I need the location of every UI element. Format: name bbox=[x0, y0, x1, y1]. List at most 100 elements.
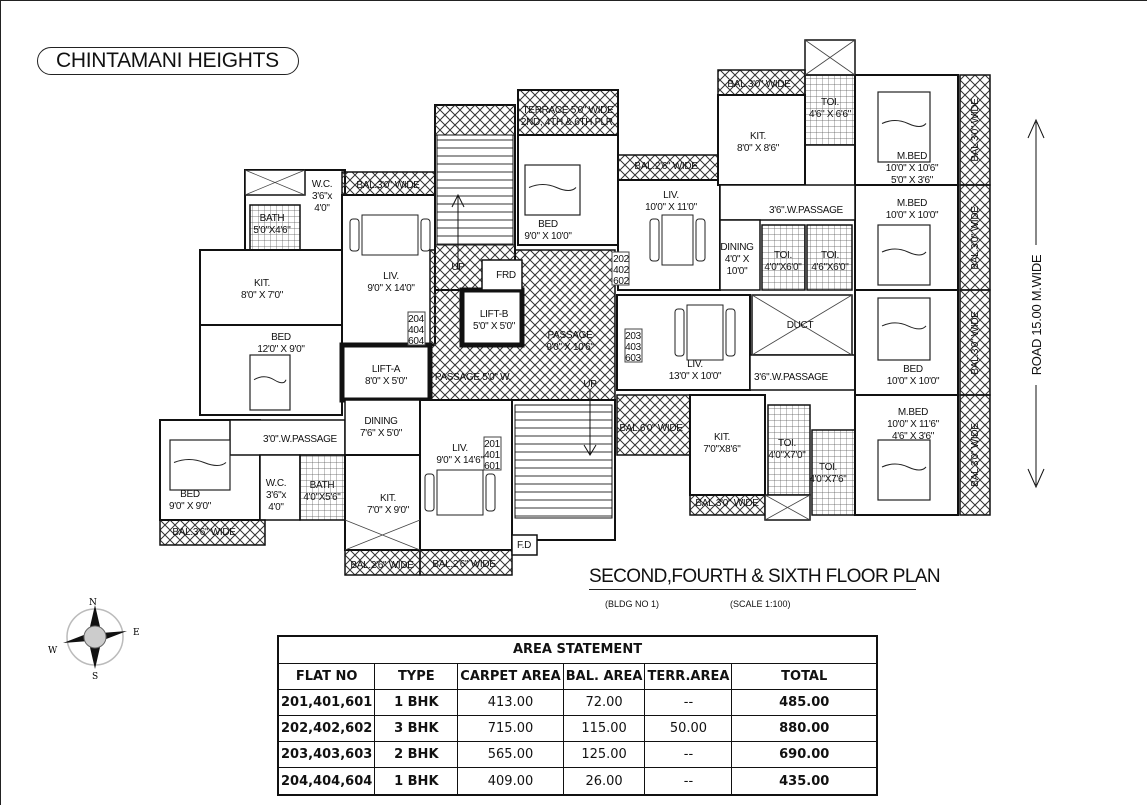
room-label-liv-204: LIV. bbox=[383, 271, 399, 282]
room-label-kit-204: KIT. bbox=[254, 278, 270, 289]
room-label-toi-203a: 4'0"X7'0" bbox=[768, 450, 806, 461]
col-flat-no: FLAT NO bbox=[277, 662, 376, 690]
room-label-dining-202: DINING bbox=[720, 242, 754, 253]
kitchen-201 bbox=[344, 454, 421, 551]
bed-icon bbox=[877, 439, 931, 501]
lift-a bbox=[339, 342, 433, 403]
shaft-cross bbox=[804, 39, 856, 76]
room-label-wc-204: 3'6"x bbox=[312, 191, 332, 202]
bed-icon bbox=[877, 91, 931, 163]
arrow-up-icon bbox=[1027, 118, 1045, 139]
room-label-bal-202b: BAL.3'0" WIDE bbox=[727, 79, 791, 90]
room-label-bed-201: 9'0" X 9'0" bbox=[169, 501, 212, 512]
room-label-bal-v3: BAL.3'0" WIDE bbox=[970, 311, 981, 375]
table-cell: 3 BHK bbox=[374, 714, 459, 743]
room-label-wc-201: W.C. bbox=[266, 478, 286, 489]
compass-s: S bbox=[92, 672, 98, 680]
shaft-cross bbox=[751, 294, 853, 356]
dining-202 bbox=[719, 219, 761, 291]
room-label-wc-204: 4'0" bbox=[314, 203, 330, 214]
flat-number-box bbox=[483, 436, 502, 471]
room-label-bath-204: 5'0"X4'6" bbox=[253, 225, 291, 236]
compass-e: E bbox=[133, 628, 140, 638]
bed-icon bbox=[877, 224, 931, 286]
scale-label: (SCALE 1:100) bbox=[730, 599, 791, 609]
wc-201 bbox=[259, 454, 301, 521]
table-cell: 115.00 bbox=[562, 714, 646, 743]
toilet-203a bbox=[767, 404, 811, 496]
table-cell: 565.00 bbox=[457, 741, 564, 769]
room-label-bed-203: 10'0" X 10'0" bbox=[887, 376, 940, 387]
table-cell: 1 BHK bbox=[374, 688, 459, 716]
room-label-liv-204: 9'0" X 14'0" bbox=[367, 283, 415, 294]
sofa-set-icon bbox=[424, 469, 496, 516]
room-label-bath-201: 4'0"X5'6" bbox=[303, 492, 341, 503]
shaft-cross bbox=[244, 169, 306, 196]
room-label-kit-202: KIT. bbox=[750, 131, 766, 142]
room-label-flat-204: 404 bbox=[408, 325, 425, 336]
room-label-lift-a: LIFT-A bbox=[372, 364, 401, 375]
room-label-liv-201: 9'0" X 14'6" bbox=[436, 455, 484, 466]
room-label-toi-202c: TOI. bbox=[821, 250, 839, 261]
room-label-dining-201: 7'6" X 5'0" bbox=[360, 428, 403, 439]
room-label-bed-204: BED bbox=[271, 332, 291, 343]
stair-upper-flight bbox=[436, 134, 514, 246]
balcony-201c bbox=[419, 549, 513, 576]
room-label-wc-201: 4'0" bbox=[268, 502, 284, 513]
kitchen-204 bbox=[199, 249, 346, 326]
table-cell: 72.00 bbox=[562, 688, 646, 716]
room-label-bal-201c: BAL.2'6" WIDE bbox=[432, 559, 496, 570]
area-statement-table: AREA STATEMENT FLAT NO TYPE CARPET AREA … bbox=[277, 635, 878, 796]
toilet-202b bbox=[761, 224, 806, 291]
room-label-flat-202: 202 bbox=[613, 254, 630, 265]
balcony-201b bbox=[344, 549, 421, 576]
room-label-kit-201: KIT. bbox=[380, 493, 396, 504]
compass-rose-icon: N S E W bbox=[48, 598, 140, 680]
lift-b bbox=[459, 287, 525, 348]
room-label-lift-a: 8'0" X 5'0" bbox=[365, 376, 408, 387]
room-label-flat-201: 401 bbox=[484, 450, 501, 461]
bath-201 bbox=[299, 454, 346, 521]
room-label-toi-203b: 4'0"X7'6" bbox=[809, 474, 847, 485]
room-label-bal-201a: BAL.3'6" WIDE bbox=[172, 527, 236, 538]
table-cell: -- bbox=[644, 741, 733, 769]
room-label-liv-202: LIV. bbox=[663, 190, 679, 201]
col-terr-area: TERR.AREA bbox=[644, 662, 733, 690]
room-label-bal-201b: BAL.2'6" WIDE bbox=[350, 560, 414, 571]
table-cell: 409.00 bbox=[457, 767, 564, 796]
stair-up-arrow-icon bbox=[451, 193, 465, 270]
bed-icon bbox=[249, 354, 291, 411]
balcony-203a bbox=[616, 394, 691, 456]
room-label-bal-202a: BAL.2'6" WIDE bbox=[634, 161, 698, 172]
arrow-down-icon bbox=[1027, 468, 1045, 489]
table-header-row: FLAT NO TYPE CARPET AREA BAL. AREA TERR.… bbox=[277, 662, 878, 690]
plan-title: SECOND,FOURTH & SIXTH FLOOR PLAN bbox=[589, 566, 941, 590]
terrace bbox=[517, 89, 619, 136]
room-label-mbed-202a: 5'0" X 3'6" bbox=[891, 175, 934, 186]
room-label-up-1: UP bbox=[451, 262, 465, 273]
building-name: CHINTAMANI HEIGHTS bbox=[37, 47, 299, 75]
table-cell: 204,404,604 bbox=[277, 767, 376, 796]
room-label-passage-main: PASSAGE bbox=[548, 330, 594, 341]
room-label-flat-203: 203 bbox=[625, 331, 642, 342]
room-label-kit-203: KIT. bbox=[714, 432, 730, 443]
room-label-bed-202: BED bbox=[538, 219, 558, 230]
passage-201 bbox=[229, 419, 346, 456]
room-label-flat-201: 601 bbox=[484, 461, 501, 472]
room-label-toi-203b: TOI. bbox=[819, 462, 837, 473]
room-label-flat-203: 403 bbox=[625, 342, 642, 353]
room-label-toi-202b: TOI. bbox=[774, 250, 792, 261]
table-cell: 690.00 bbox=[731, 741, 878, 769]
balcony-202b bbox=[717, 69, 806, 96]
room-label-dining-201: DINING bbox=[364, 416, 398, 427]
stair-down-arrow-icon bbox=[583, 390, 597, 456]
room-label-mbed-202a: M.BED bbox=[897, 151, 927, 162]
room-label-fd: F.D bbox=[517, 540, 531, 551]
room-label-toi-202b: 4'0"X6'0" bbox=[764, 262, 802, 273]
table-cell: 201,401,601 bbox=[277, 688, 376, 716]
room-label-mbed-202b: 10'0" X 10'0" bbox=[886, 210, 939, 221]
